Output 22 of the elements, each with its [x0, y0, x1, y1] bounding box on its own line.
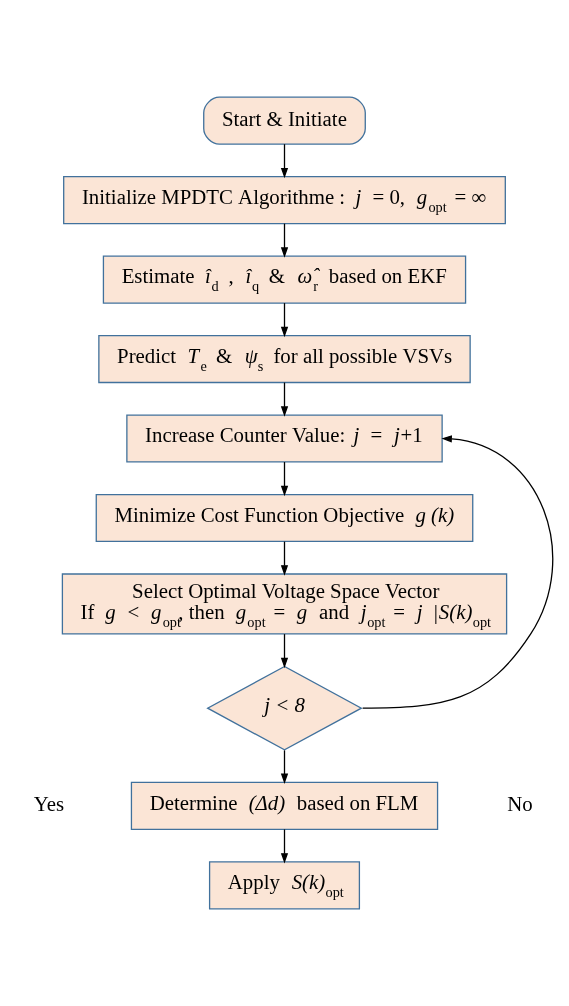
- arrow: [280, 381, 289, 417]
- node-diamond: j < 8: [206, 665, 363, 751]
- label: Yes: [33, 791, 65, 816]
- arrow: [280, 143, 289, 179]
- node-box: Initialize MPDTC Algorithme : j = 0, g$_{opt}$ = ∞: [63, 176, 506, 225]
- arrow: [280, 302, 289, 338]
- node-box: Predict T$_{e}$ & ψ$_{s}$ for all possible VSVs: [98, 334, 471, 384]
- arrow: [280, 749, 289, 785]
- node-box: Start & Initiate: [203, 96, 366, 145]
- node-box: Estimate î$_{d}$ , î$_{q}$ & ω̂$_{r}$ based on EKF: [102, 255, 467, 304]
- arrow: [280, 223, 289, 258]
- node-box: Determine (Δd) based on FLM: [130, 781, 439, 830]
- node-box: Minimize Cost Function Objective g (k): [95, 493, 474, 543]
- node-box: Apply S(k)$_{opt}$: [208, 861, 361, 910]
- arrow: [362, 435, 554, 709]
- arrow: [280, 633, 289, 669]
- label: No: [507, 791, 533, 816]
- arrow: [280, 540, 289, 576]
- arrow: [280, 461, 289, 497]
- arrow: [280, 828, 289, 864]
- node-box: Increase Counter Value: j = j+1: [126, 414, 443, 463]
- node-box: Select Optimal Voltage Space Vector If g < g$_{opt}$, then g$_{opt}$ = g and j$_{opt}$ = j |S(k)$_{opt}$: [61, 573, 508, 635]
